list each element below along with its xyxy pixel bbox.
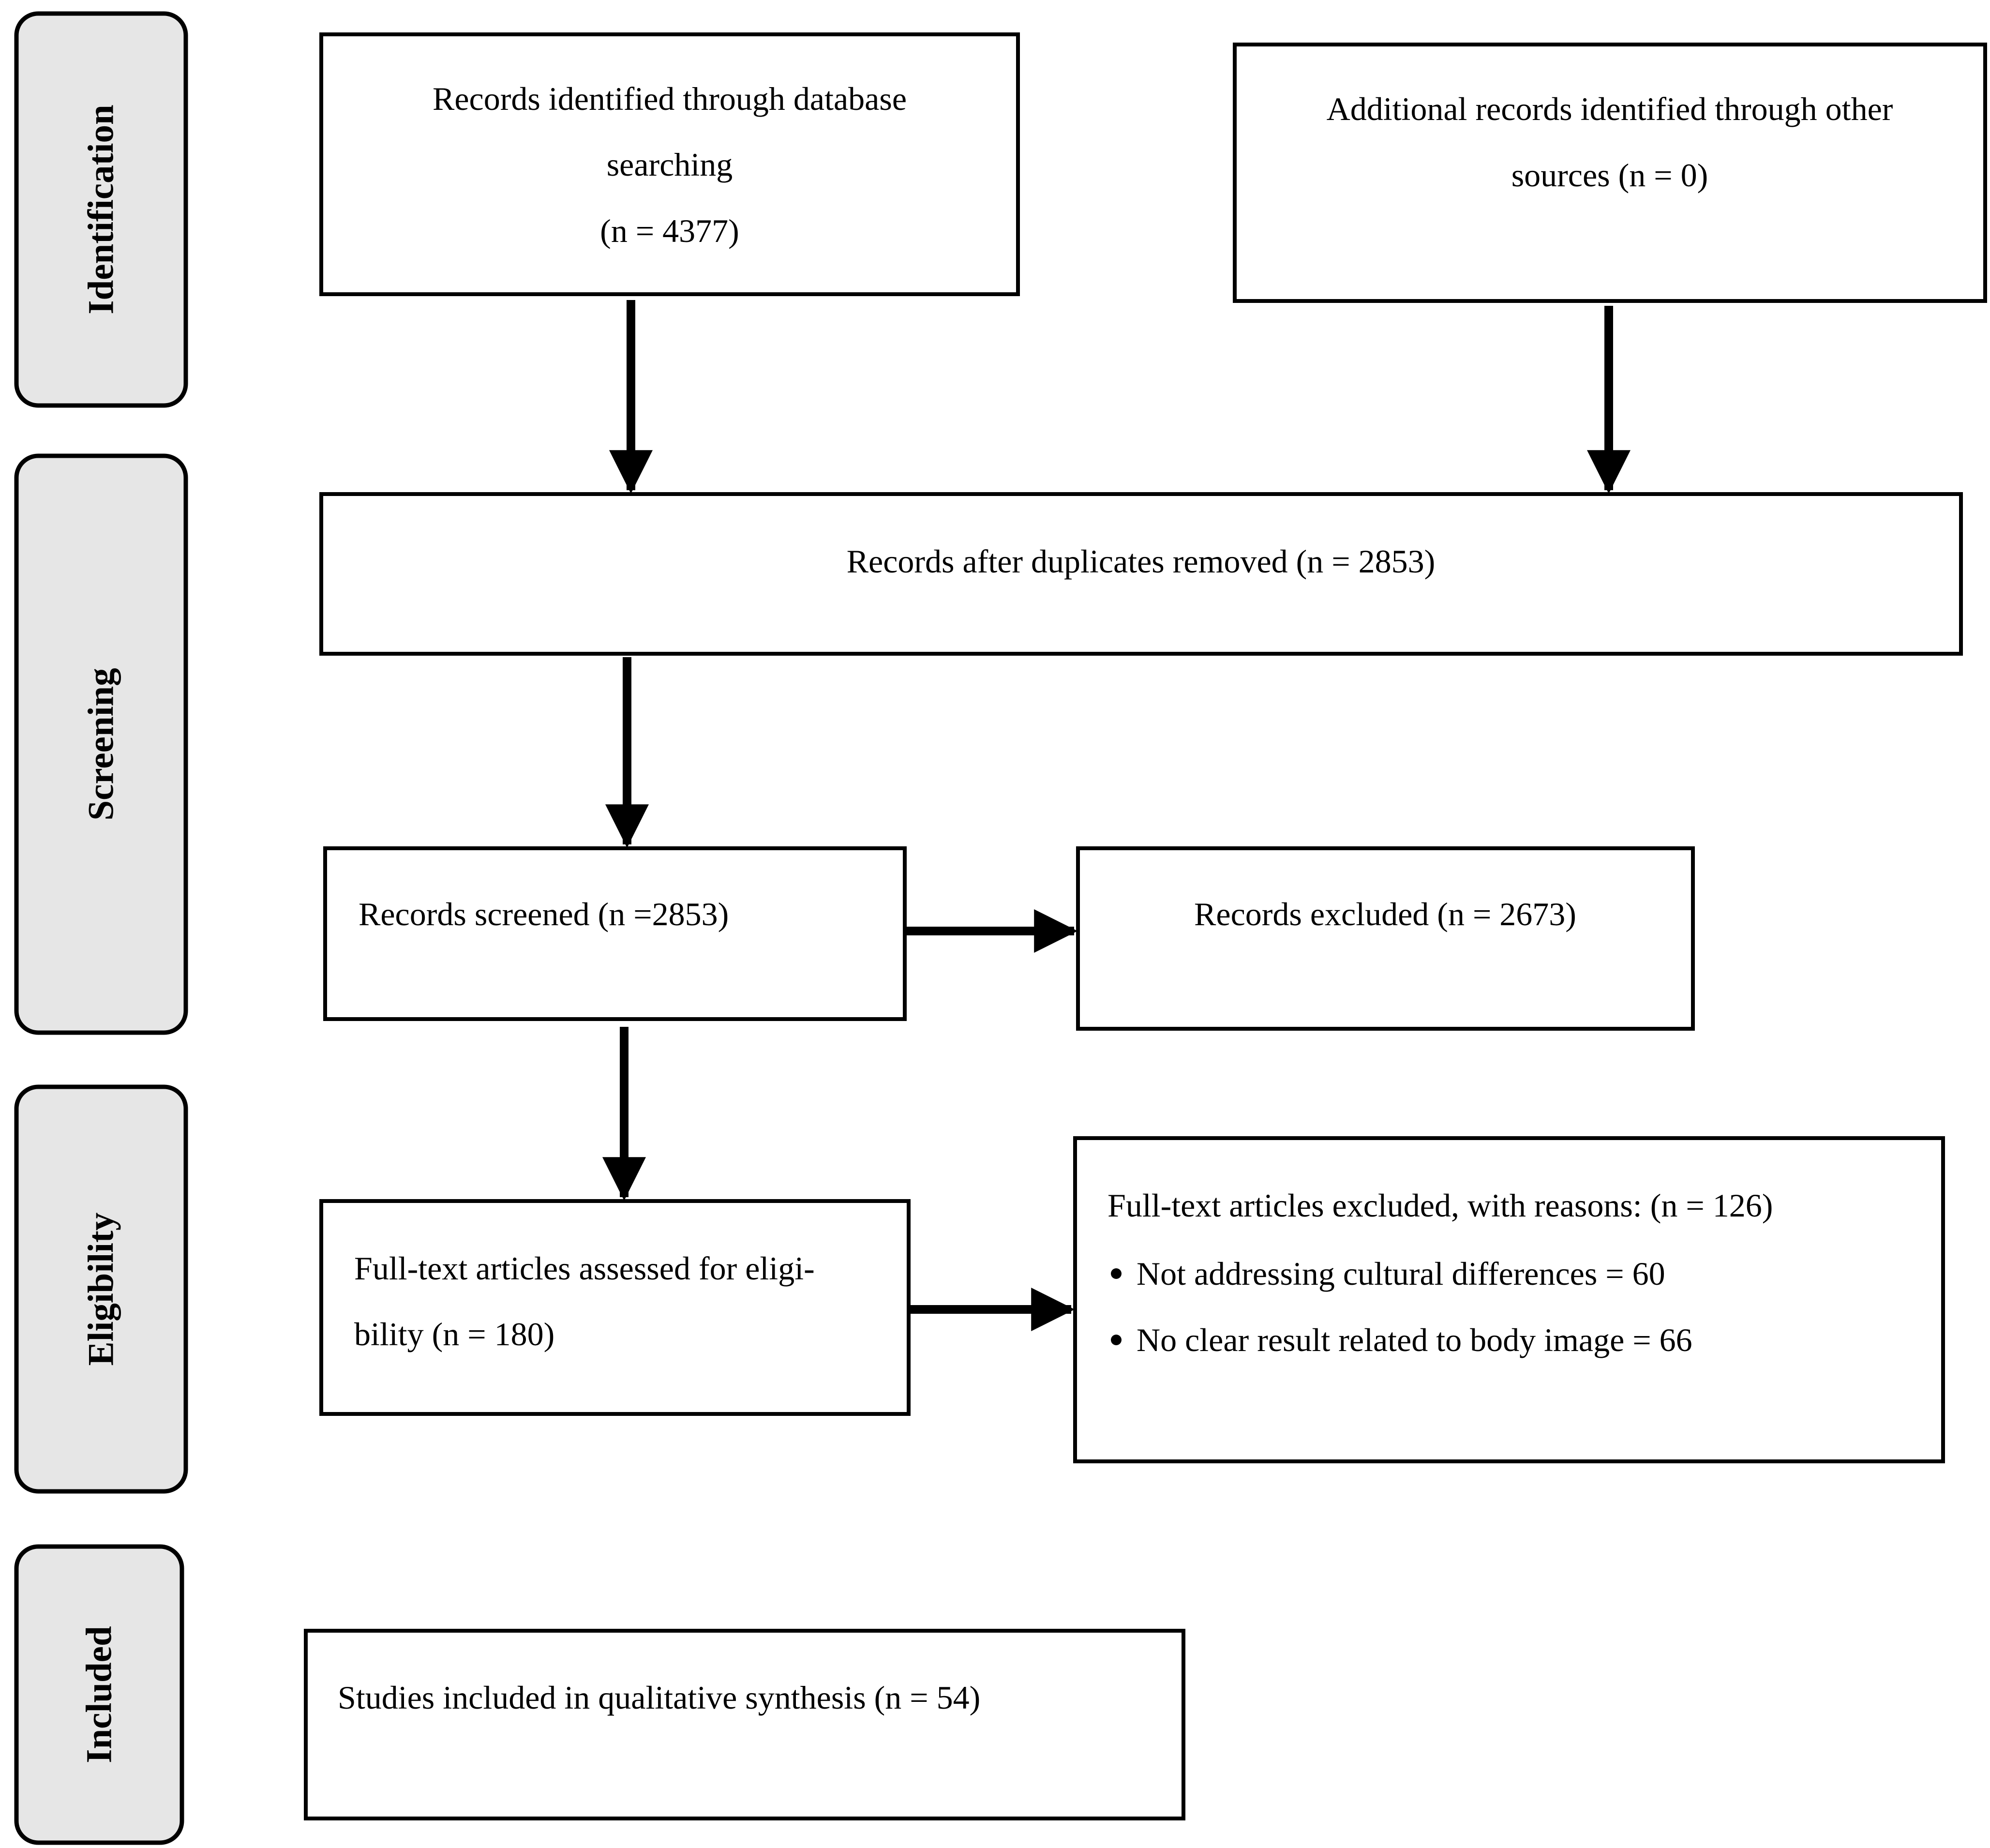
- box-fulltext-assessed-frame: [319, 1199, 911, 1416]
- box-records-excluded-line1: Records excluded (n = 2673): [1194, 896, 1576, 932]
- stage-screening: Screening: [14, 453, 188, 1035]
- box-other-sources-frame: [1233, 43, 1987, 303]
- box-after-duplicates-line1: Records after duplicates removed (n = 28…: [847, 543, 1436, 580]
- box-fulltext-excluded-line1: Full-text articles excluded, with reason…: [1107, 1187, 1773, 1224]
- stage-identification-box: [14, 11, 188, 408]
- box-records-excluded-frame: [1076, 846, 1695, 1031]
- box-records-excluded: Records excluded (n = 2673): [1076, 846, 1695, 1031]
- box-database-records-line3: (n = 4377): [600, 212, 739, 249]
- box-studies-included-line1: Studies included in qualitative synthesi…: [338, 1679, 980, 1716]
- box-other-sources-line1: Additional records identified through ot…: [1327, 90, 1893, 127]
- stage-included: Included: [14, 1544, 184, 1845]
- stage-included-label: Included: [79, 1626, 120, 1763]
- stage-identification-label: Identification: [81, 105, 121, 314]
- box-studies-included: Studies included in qualitative synthesi…: [304, 1629, 1185, 1820]
- box-after-duplicates-frame: [319, 492, 1963, 656]
- box-after-duplicates: Records after duplicates removed (n = 28…: [319, 492, 1963, 656]
- box-database-records-line1: Records identified through database: [433, 80, 907, 117]
- stage-identification: Identification: [14, 11, 188, 408]
- stage-screening-label: Screening: [81, 668, 121, 820]
- box-fulltext-assessed: Full-text articles assessed for eligi- b…: [319, 1199, 911, 1416]
- box-other-sources-line2: sources (n = 0): [1511, 157, 1708, 194]
- box-studies-included-frame: [304, 1629, 1185, 1820]
- box-fulltext-assessed-line2: bility (n = 180): [354, 1316, 554, 1352]
- stage-eligibility-box: [14, 1084, 188, 1494]
- box-database-records-line2: searching: [607, 146, 733, 183]
- exclusion-reason-1: Not addressing cultural differences = 60: [1137, 1255, 1665, 1292]
- box-records-screened-frame: [323, 846, 907, 1021]
- box-fulltext-excluded-frame: [1073, 1136, 1945, 1463]
- box-database-records-frame: [319, 32, 1020, 296]
- flow-arrows: [602, 300, 1631, 1331]
- stage-included-box: [14, 1544, 184, 1845]
- bullet-icon: [1111, 1268, 1122, 1279]
- box-other-sources: Additional records identified through ot…: [1233, 43, 1987, 303]
- box-records-screened: Records screened (n =2853): [323, 846, 907, 1021]
- box-fulltext-excluded: Full-text articles excluded, with reason…: [1073, 1136, 1945, 1463]
- box-fulltext-assessed-line1: Full-text articles assessed for eligi-: [354, 1250, 815, 1287]
- stage-eligibility: Eligibility: [14, 1084, 188, 1494]
- stage-screening-box: [14, 453, 188, 1035]
- exclusion-reason-2: No clear result related to body image = …: [1137, 1322, 1692, 1358]
- stage-eligibility-label: Eligibility: [81, 1213, 121, 1366]
- box-database-records: Records identified through database sear…: [319, 32, 1020, 296]
- bullet-icon: [1111, 1335, 1122, 1345]
- box-records-screened-line1: Records screened (n =2853): [359, 896, 729, 932]
